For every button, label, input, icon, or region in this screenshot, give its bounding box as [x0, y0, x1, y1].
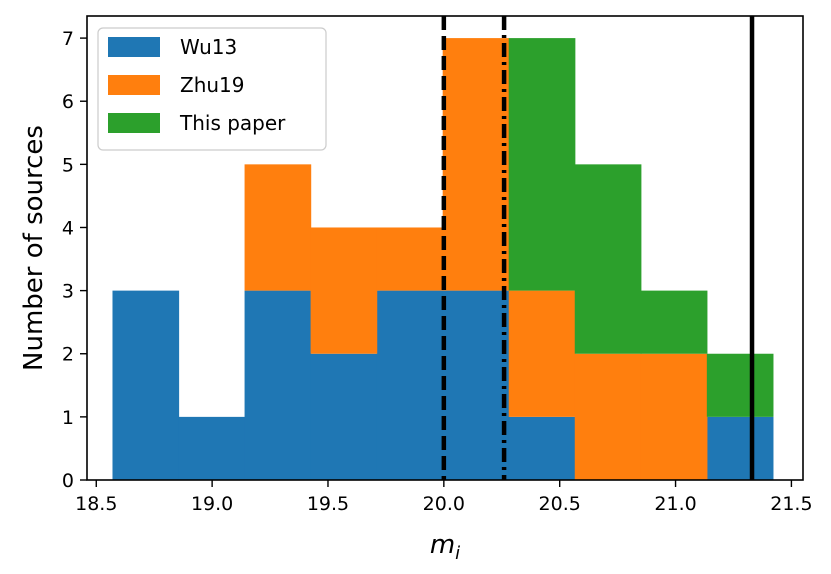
- bar-wu13-2: [244, 290, 312, 480]
- x-tick-label: 18.5: [75, 493, 117, 515]
- bar-wu13-5: [442, 290, 510, 480]
- bar-zhu19-5: [442, 38, 510, 291]
- y-tick-label: 3: [62, 281, 74, 303]
- y-tick-label: 4: [62, 217, 74, 239]
- y-axis-label: Number of sources: [19, 125, 49, 371]
- y-tick-label: 2: [62, 344, 74, 366]
- y-tick-label: 5: [62, 154, 74, 176]
- bar-wu13-6: [508, 416, 576, 480]
- x-tick-label: 21.5: [770, 493, 812, 515]
- plot-frame: [86, 15, 804, 481]
- reference-lines-group: [441, 16, 755, 480]
- bar-this-paper-7: [574, 164, 642, 354]
- bar-wu13-9: [706, 416, 774, 480]
- y-tick-label: 6: [62, 91, 74, 113]
- x-tick-label: 20.0: [423, 493, 465, 515]
- bar-this-paper-6: [508, 38, 576, 291]
- bar-zhu19-2: [244, 164, 312, 291]
- legend-swatch: [108, 113, 160, 133]
- legend-label: This paper: [179, 111, 286, 135]
- legend-label: Zhu19: [180, 73, 245, 97]
- bar-wu13-0: [112, 290, 180, 480]
- y-axis-ticks: 0 1 2 3 4 5 6 7: [62, 28, 87, 492]
- bar-zhu19-6: [508, 290, 576, 417]
- legend-swatch: [108, 37, 160, 57]
- bar-zhu19-3: [310, 227, 378, 354]
- bar-wu13-1: [178, 416, 246, 480]
- bar-wu13-3: [310, 353, 378, 480]
- legend-swatch: [108, 75, 160, 95]
- x-axis-label-main: m: [430, 530, 455, 560]
- bar-zhu19-7: [574, 353, 642, 480]
- legend-label: Wu13: [180, 35, 237, 59]
- y-tick-label: 0: [62, 470, 74, 492]
- x-axis-label: mi: [430, 530, 460, 564]
- bar-zhu19-4: [376, 227, 444, 291]
- y-tick-label: 7: [62, 28, 74, 50]
- y-tick-label: 1: [62, 407, 74, 429]
- bar-this-paper-9: [706, 353, 774, 417]
- bars-group: [112, 38, 774, 480]
- x-tick-label: 19.0: [191, 493, 233, 515]
- x-tick-label: 21.0: [654, 493, 696, 515]
- bar-zhu19-8: [640, 353, 708, 480]
- x-axis-label-subscript: i: [455, 543, 460, 564]
- x-axis-ticks: 18.5 19.0 19.5 20.0 20.5 21.0 21.5: [75, 480, 813, 515]
- bar-this-paper-8: [640, 290, 708, 354]
- bar-wu13-4: [376, 290, 444, 480]
- x-tick-label: 19.5: [307, 493, 349, 515]
- x-tick-label: 20.5: [539, 493, 581, 515]
